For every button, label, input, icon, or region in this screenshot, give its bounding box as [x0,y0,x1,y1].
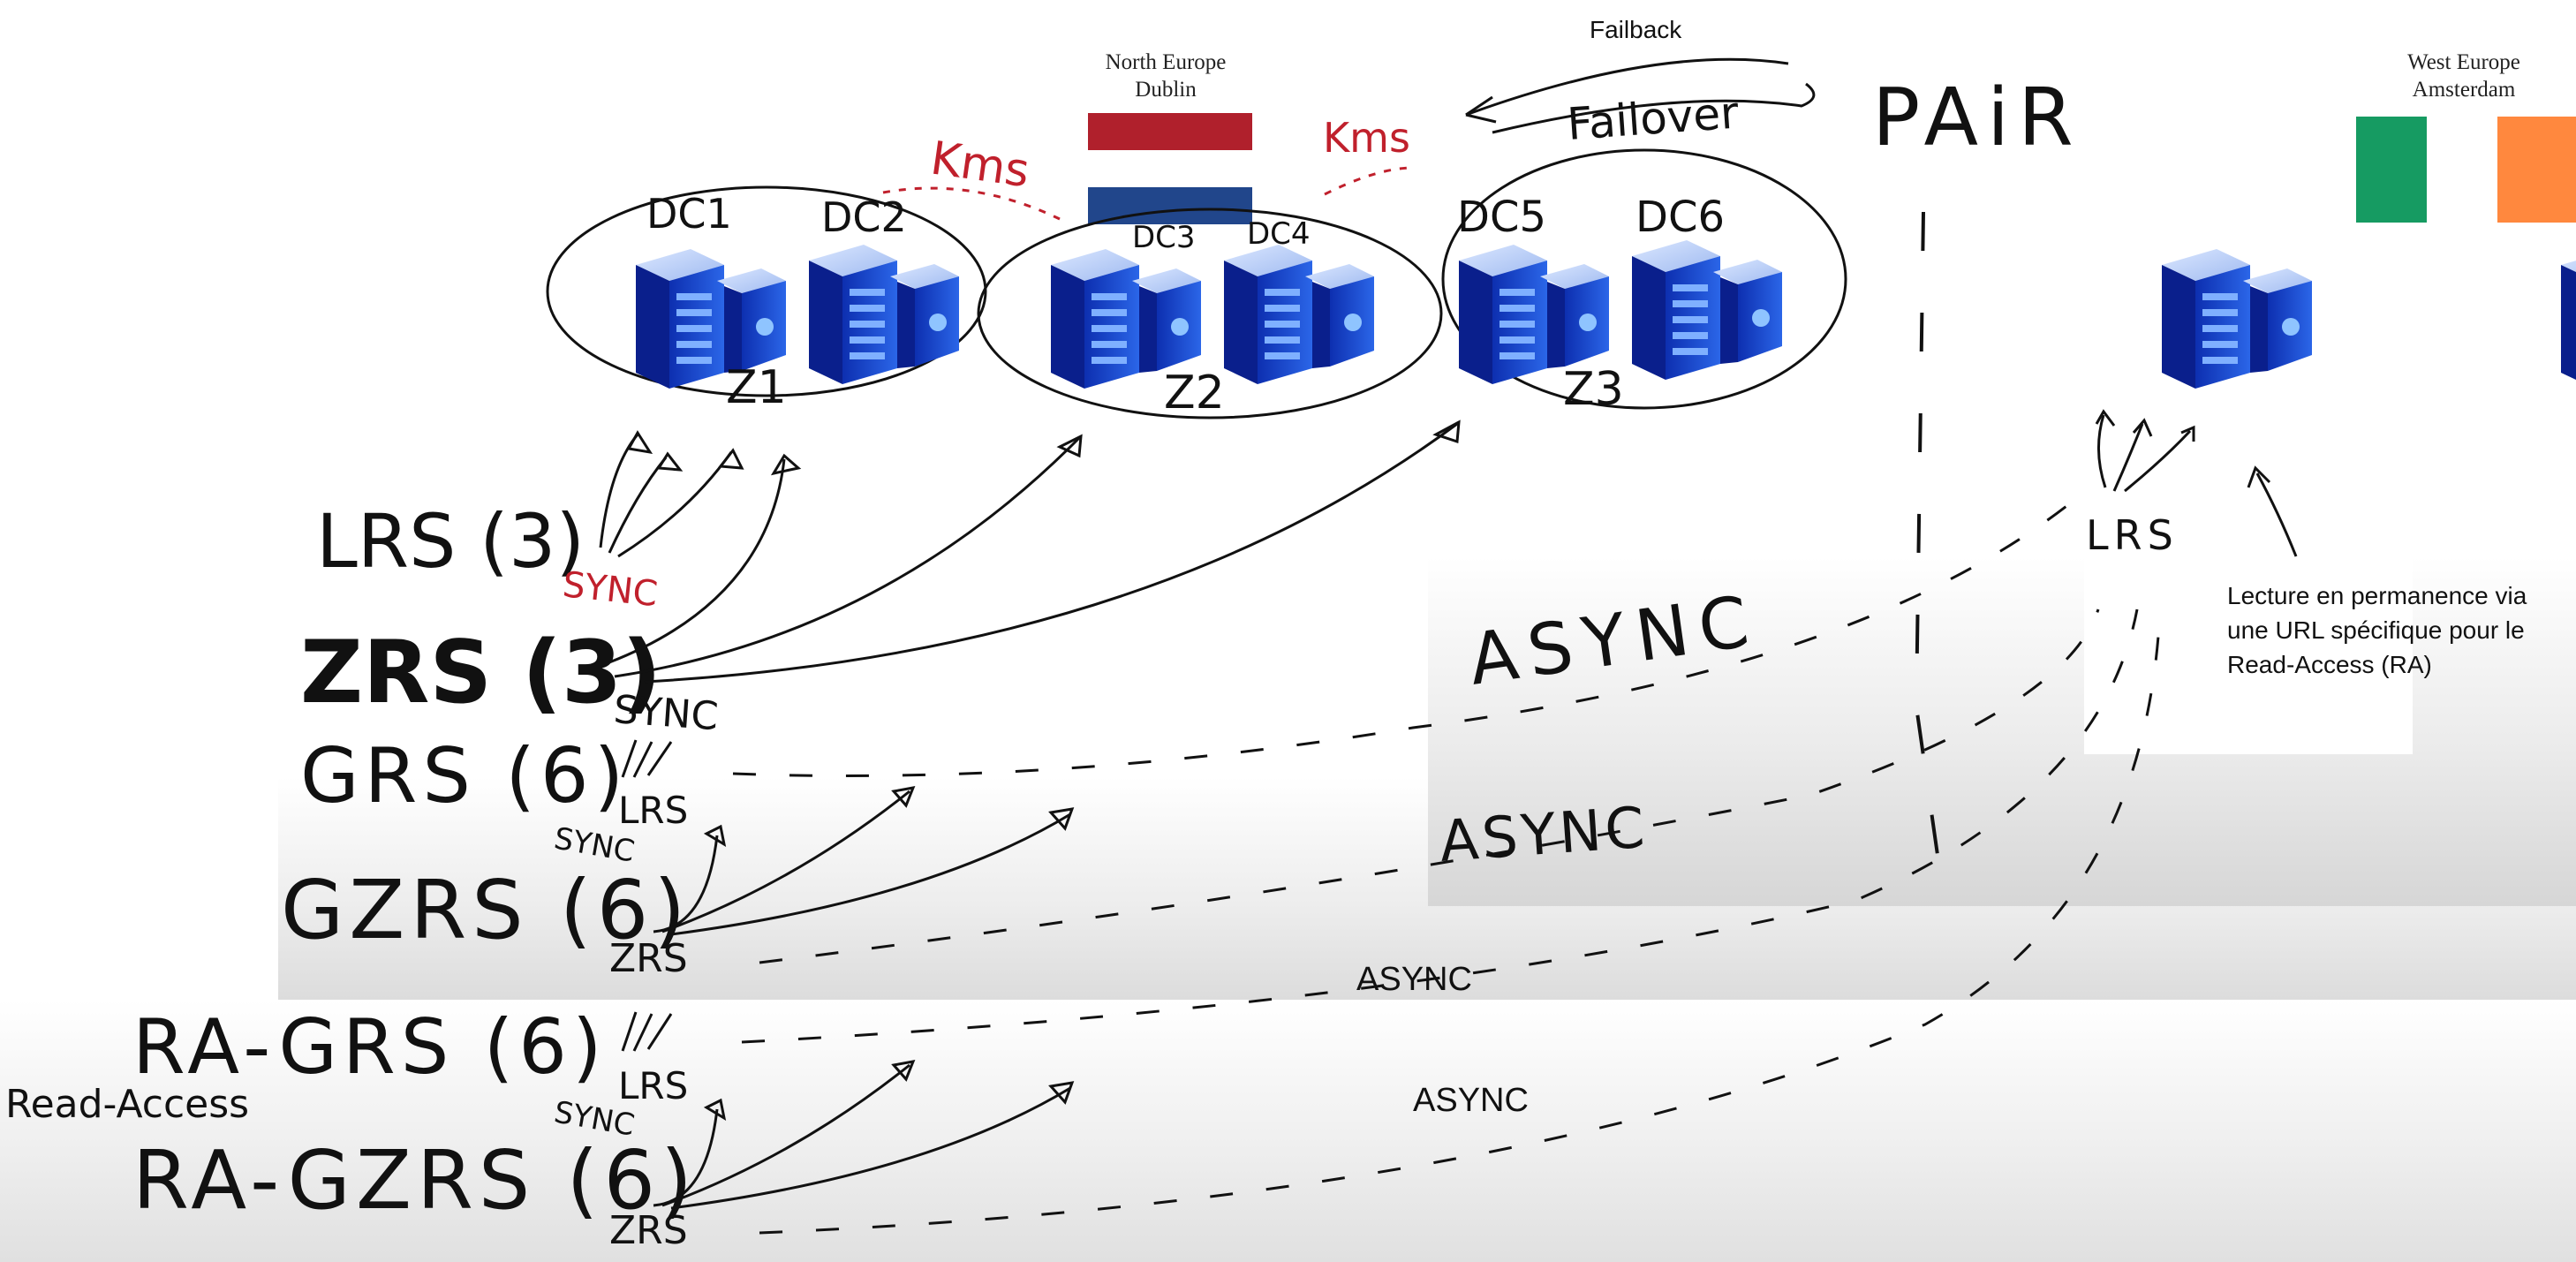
ra-note: Lecture en permanence via une URL spécif… [2227,582,2527,678]
dc-label: DC6 [1635,193,1725,242]
kms-label: Kms [927,132,1032,198]
server-icon [809,245,959,384]
region-secondary-name: West Europe [2407,50,2520,74]
dc-label: DC2 [821,193,907,241]
zone-ellipse-z3 [1441,148,1847,410]
zone-label: Z3 [1563,363,1624,416]
dc-label: DC1 [646,190,732,238]
background-band-ra [0,1000,2576,1262]
kms-label: Kms [1323,114,1410,162]
gzrs-label: GZRS (6) [281,863,691,957]
sync-label: SYNC [561,564,660,615]
dc-label: DC4 [1247,216,1311,252]
zrs-small-label: ZRS [609,1208,688,1253]
server-icon [2162,249,2312,389]
zone-ellipse-z1 [546,185,987,397]
async-typed-label-1: ASYNC [1356,961,1472,998]
secondary-lrs-label: LRS [2086,511,2179,559]
server-icon [2561,249,2576,389]
dc-label: DC5 [1457,193,1546,242]
ra-gzrs-label: RA-GZRS (6) [132,1133,698,1228]
server-icon [1224,245,1374,384]
grs-label: GRS (6) [300,732,629,820]
async-hand-label: ASYNC [1464,579,1764,701]
region-secondary-city: Amsterdam [2412,78,2516,102]
server-icon [1632,240,1782,380]
read-access-label: Read-Access [5,1082,249,1127]
failback-label: Failback [1590,16,1682,43]
flag-stripe-orange [2497,117,2576,223]
region-primary-city: Dublin [1135,78,1197,102]
lrs-label: LRS (3) [316,498,585,585]
failover-label: Failover [1566,87,1741,150]
flag-stripe-red [1088,113,1252,150]
pair-label: PAiR [1872,72,2082,164]
zone-ellipse-z2 [977,208,1443,419]
pair-divider [1914,211,1945,893]
sync-label: SYNC [612,687,720,739]
zone-label: Z1 [726,361,787,414]
ra-grs-label: RA-GRS (6) [132,1003,608,1092]
region-secondary: West Europe Amsterdam [2367,49,2561,103]
zrs-small-label: ZRS [609,936,688,981]
zrs-label: ZRS (3) [300,623,661,723]
sync-lrs-label: LRS [618,789,688,832]
zone-label: Z2 [1164,367,1225,419]
sync-lrs-label: LRS [618,1064,688,1107]
flag-stripe-green [2356,117,2427,223]
async-typed-label-2: ASYNC [1413,1082,1529,1119]
ra-note-panel [2084,546,2413,754]
async-hand-label: ASYNC [1438,796,1651,875]
dc-label: DC3 [1132,220,1196,255]
region-primary-name: North Europe [1105,50,1227,74]
region-primary: North Europe Dublin [1069,49,1263,103]
